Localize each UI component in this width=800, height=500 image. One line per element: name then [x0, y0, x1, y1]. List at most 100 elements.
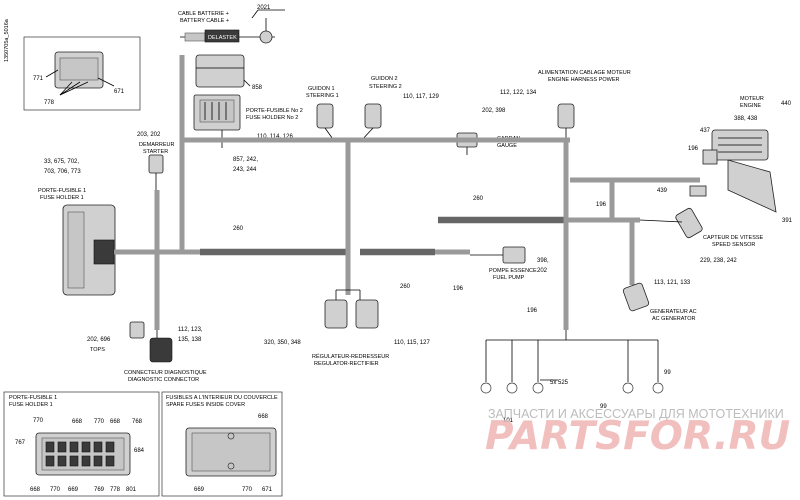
g1-fr: GUIDON 1 — [308, 86, 335, 92]
ref-388: 388, 438 — [734, 116, 758, 122]
ref-speed: 229, 238, 242 — [700, 258, 737, 264]
pump-fr: POMPE ESSENCE — [489, 268, 537, 274]
ref-reg1: 320, 350, 348 — [264, 340, 301, 346]
i2-668: 668 — [258, 414, 269, 420]
fh1-fr: PORTE-FUSIBLE 1 — [38, 188, 86, 194]
cable-fr: CABLE BATTERIE + — [178, 11, 229, 17]
starter-fr: DEMARREUR — [139, 142, 174, 148]
ref-pump2: 202 — [537, 268, 548, 274]
cable-en: BATTERY CABLE + — [180, 18, 229, 24]
ref-gen: 113, 121, 133 — [654, 280, 691, 286]
ref-2021: 2021 — [257, 5, 271, 11]
eng-fr: MOTEUR — [740, 96, 764, 102]
starter-en: STARTER — [143, 149, 168, 155]
gen-en: AC GENERATOR — [652, 316, 696, 322]
inset1-en: FUSE HOLDER 1 — [9, 402, 53, 408]
fh2-fr: PORTE-FUSIBLE No 2 — [246, 108, 303, 114]
starter-connector — [148, 154, 164, 190]
ref-ehp: 112, 122, 134 — [500, 90, 537, 96]
steering-1-connector — [316, 103, 336, 143]
ehp-fr: ALIMENTATION CABLAGE MOTEUR — [538, 70, 631, 76]
ref-tops: 202, 696 — [87, 337, 111, 343]
i1-769: 769 — [94, 487, 105, 493]
engine-harness-power-connector — [557, 103, 575, 145]
ref-reg2: 110, 115, 127 — [394, 340, 430, 346]
i1-770b: 770 — [94, 419, 105, 425]
ref-525: 5x 525 — [550, 380, 569, 386]
watermark-brand: PARTSFOR.RU — [485, 414, 790, 459]
ref-pump: 398, — [537, 258, 549, 264]
i2-770: 770 — [242, 487, 253, 493]
reg-en: REGULATOR-RECTIFIER — [314, 361, 379, 367]
ref-101: 101 — [503, 418, 514, 424]
ref-858: 858 — [252, 85, 263, 91]
i1-770c: 770 — [50, 487, 61, 493]
ref-gauge: 202, 398 — [482, 108, 506, 114]
speed-en: SPEED SENSOR — [712, 242, 755, 248]
i1-801: 801 — [126, 487, 137, 493]
steering-2-connector — [359, 103, 382, 143]
delastek-label: DELASTEK — [208, 35, 237, 41]
i1-668b: 668 — [110, 419, 121, 425]
side-code: 1350705a_5016a — [4, 18, 10, 62]
ref-439: 439 — [657, 188, 668, 194]
ref-diag2: 135, 138 — [178, 337, 202, 343]
gauge-connector — [456, 132, 478, 155]
inset-fuse-holder-1 — [3, 391, 160, 497]
regulator-rectifier-connectors — [324, 289, 379, 329]
inset1-fr: PORTE-FUSIBLE 1 — [9, 395, 57, 401]
spare-fuses-cover — [185, 427, 277, 477]
i1-684: 684 — [134, 448, 145, 454]
ref-99a: 99 — [600, 404, 607, 410]
fuel-pump-connector — [470, 246, 526, 264]
ehp-en: ENGINE HARNESS POWER — [548, 77, 620, 83]
i1-668a: 668 — [72, 419, 83, 425]
speed-sensor — [639, 207, 703, 239]
fuse-holder-1-face — [35, 432, 131, 476]
i1-767: 767 — [15, 440, 26, 446]
pump-en: FUEL PUMP — [493, 275, 525, 281]
diag-en: DIAGNOSTIC CONNECTOR — [128, 377, 199, 383]
inset-spare-fuses — [161, 391, 283, 497]
ref-99b: 99 — [664, 370, 671, 376]
inset2-fr: FUSIBLES A L'INTERIEUR DU COUVERCLE — [166, 395, 278, 401]
i1-669: 669 — [68, 487, 79, 493]
gauge-en: GAUGE — [497, 143, 517, 149]
ref-260-a: 260 — [233, 226, 244, 232]
ref-440: 440 — [781, 101, 792, 107]
ref-196-mid: 196 — [453, 286, 464, 292]
engine-connector — [689, 129, 777, 213]
ref-g2: 110, 117, 129 — [403, 94, 439, 100]
ref-437: 437 — [700, 128, 711, 134]
diag-fr: CONNECTEUR DIAGNOSTIQUE — [124, 370, 207, 376]
ac-generator-connector — [622, 282, 650, 312]
inset-top-left — [23, 36, 141, 111]
i1-668c: 668 — [30, 487, 41, 493]
reg-fr: RÉGULATEUR-REDRESSEUR — [312, 353, 389, 360]
watermark-ru: ЗАПЧАСТИ И АКСЕССУАРЫ ДЛЯ МОТОТЕХНИКИ — [488, 407, 784, 421]
tops-connector — [129, 321, 145, 339]
ref-260-b: 260 — [473, 196, 484, 202]
ref-fh2b: 243, 244 — [233, 167, 257, 173]
i1-770a: 770 — [33, 418, 44, 424]
g2-en: STEERING 2 — [369, 84, 402, 90]
eng-en: ENGINE — [740, 103, 761, 109]
ref-260-c: 260 — [400, 284, 411, 290]
ref-196-eng: 196 — [688, 146, 699, 152]
speed-fr: CAPTEUR DE VITESSE — [703, 235, 764, 241]
ref-671-top: 671 — [114, 89, 125, 95]
fh1-en: FUSE HOLDER 1 — [40, 195, 84, 201]
ref-g1: 110, 114, 126 — [257, 134, 293, 140]
i2-671: 671 — [262, 487, 273, 493]
ground-terminals — [480, 330, 664, 394]
ref-391: 391 — [782, 218, 793, 224]
ref-starter: 203, 202 — [137, 132, 161, 138]
tops-label: TOPS — [90, 347, 105, 353]
ref-771: 771 — [33, 76, 44, 82]
inset2-en: SPARE FUSES INSIDE COVER — [166, 402, 245, 408]
ref-fh1: 33, 675, 702, — [44, 159, 79, 165]
g2-fr: GUIDON 2 — [371, 76, 398, 82]
i2-669: 669 — [194, 487, 205, 493]
ref-778-top: 778 — [44, 100, 55, 106]
